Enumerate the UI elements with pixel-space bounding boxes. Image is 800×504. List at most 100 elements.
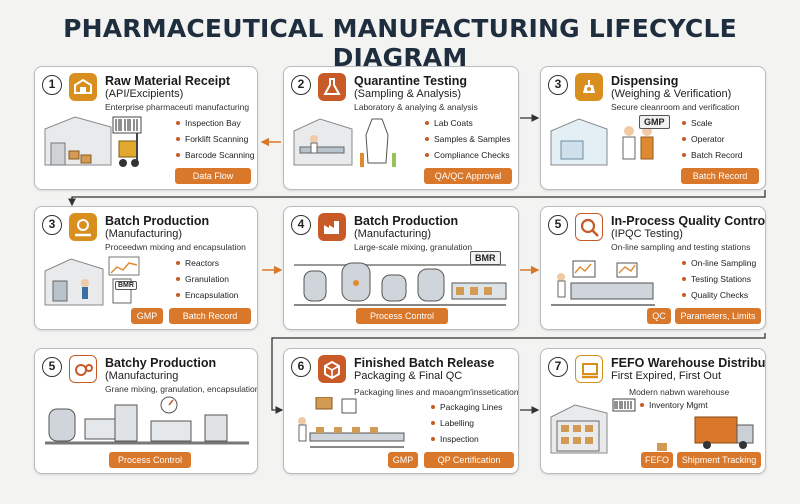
production-room-illustration xyxy=(44,256,140,306)
stage-subtitle: (API/Excipients) xyxy=(105,88,184,100)
stage-description: Large-scale mixing, granulation xyxy=(354,242,473,252)
stage-title: Quarantine Testing xyxy=(354,74,467,88)
stage-bullets: On-line Sampling Testing Stations Qualit… xyxy=(681,255,756,303)
page-title: PHARMACEUTICAL MANUFACTURING LIFECYCLE D… xyxy=(63,14,737,72)
bullet-item: Lab Coats xyxy=(424,115,511,131)
data-flow-badge: Data Flow xyxy=(175,168,251,184)
bullet-item: Labelling xyxy=(430,415,502,431)
cleanroom-illustration xyxy=(550,118,654,166)
bullet-item: Scale xyxy=(681,115,743,131)
lab-illustration xyxy=(293,118,396,167)
stage-description: Secure cleanroom and verification xyxy=(611,102,740,112)
bullet-item: Inspection Bay xyxy=(175,115,254,131)
stage-description: Modern nabwn warehouse xyxy=(629,387,730,397)
stage-bullets: Inspection Bay Forklift Scanning Barcode… xyxy=(175,115,254,163)
stage-number: 3 xyxy=(42,215,62,235)
arrow-3-down xyxy=(68,190,766,207)
stage-number: 4 xyxy=(291,215,311,235)
gears-icon xyxy=(69,355,97,383)
stage-card-fefo-warehouse: 7 FEFO Warehouse Distribution First Expi… xyxy=(540,348,766,474)
loading-dock-illustration xyxy=(44,116,142,167)
bullet-item: Packaging Lines xyxy=(430,399,502,415)
stage-number: 7 xyxy=(548,357,568,377)
gmp-badge: GMP xyxy=(131,308,163,324)
stage-subtitle: (Sampling & Analysis) xyxy=(354,88,461,100)
qp-certification-badge: QP Certification xyxy=(424,452,514,468)
stage-subtitle: Packaging & Final QC xyxy=(354,370,463,382)
gear-hand-icon xyxy=(69,213,97,241)
testing-station-illustration xyxy=(551,260,655,306)
stage-bullets: Inventory Mgmt xyxy=(639,397,708,413)
stage-title: In-Process Quality Control xyxy=(611,214,766,228)
bmr-tag: BMR xyxy=(115,281,137,290)
flask-icon xyxy=(318,73,346,101)
stage-title: Finished Batch Release xyxy=(354,356,495,370)
box-icon xyxy=(318,355,346,383)
bullet-item: Granulation xyxy=(175,271,238,287)
stage-card-dispensing: 3 Dispensing (Weighing & Verification) S… xyxy=(540,66,766,190)
stage-card-raw-material: 1 Raw Material Receipt (API/Excipients) … xyxy=(34,66,258,190)
stage-subtitle: (Weighing & Verification) xyxy=(611,88,732,100)
qa-qc-approval-badge: QA/QC Approval xyxy=(424,168,512,184)
bullet-item: Compliance Checks xyxy=(424,147,511,163)
shipment-tracking-badge: Shipment Tracking xyxy=(677,452,761,468)
stage-bullets: Scale Operator Batch Record xyxy=(681,115,743,163)
stage-title: FEFO Warehouse Distribution xyxy=(611,356,766,370)
stage-card-ipqc: 5 In-Process Quality Control (IPQC Testi… xyxy=(540,206,766,330)
stage-description: Proceedwn mixing and encapsulation xyxy=(105,242,246,252)
gmp-tag: GMP xyxy=(639,115,670,129)
stage-title: Batchy Production xyxy=(105,356,217,370)
factory-icon xyxy=(318,213,346,241)
fefo-badge: FEFO xyxy=(641,452,673,468)
stage-card-batchy-production: 5 Batchy Production (Manufacturing Grane… xyxy=(34,348,258,474)
bullet-item: Operator xyxy=(681,131,743,147)
stage-number: 2 xyxy=(291,75,311,95)
bullet-item: Reactors xyxy=(175,255,238,271)
bullet-item: Testing Stations xyxy=(681,271,756,287)
stage-subtitle: (Manufacturing) xyxy=(354,228,432,240)
stage-card-finished-batch: 6 Finished Batch Release Packaging & Fin… xyxy=(283,348,519,474)
packaging-line-illustration xyxy=(298,397,405,448)
mixing-line-illustration xyxy=(45,396,249,445)
stage-number: 5 xyxy=(548,215,568,235)
magnifier-icon xyxy=(575,213,603,241)
qc-badge: QC xyxy=(647,308,671,324)
warehouse-truck-illustration xyxy=(550,398,754,454)
bullet-item: Inspection xyxy=(430,431,502,447)
bullet-item: Forklift Scanning xyxy=(175,131,254,147)
stage-number: 5 xyxy=(42,357,62,377)
stage-subtitle: (Manufacturing) xyxy=(105,228,183,240)
stage-number: 3 xyxy=(548,75,568,95)
stage-subtitle: (Manufacturing xyxy=(105,370,179,382)
stage-subtitle: (IPQC Testing) xyxy=(611,228,683,240)
reactor-line-illustration xyxy=(294,262,507,306)
stage-description: Enterprise pharmaceuti manufacturing xyxy=(105,102,250,112)
bullet-item: Batch Record xyxy=(681,147,743,163)
stage-description: On-line sampling and testing stations xyxy=(611,242,751,252)
bullet-item: On-line Sampling xyxy=(681,255,756,271)
stage-title: Batch Production xyxy=(105,214,210,228)
stage-bullets: Lab Coats Samples & Samples Compliance C… xyxy=(424,115,511,163)
stage-subtitle: First Expired, First Out xyxy=(611,370,722,382)
process-control-badge: Process Control xyxy=(356,308,448,324)
pallet-icon xyxy=(575,355,603,383)
bullet-item: Encapsulation xyxy=(175,287,238,303)
batch-record-badge: Batch Record xyxy=(681,168,759,184)
bullet-item: Quality Checks xyxy=(681,287,756,303)
stage-title: Raw Material Receipt xyxy=(105,74,231,88)
stage-description: Packaging lines and maoangm'insseticatio… xyxy=(354,387,519,397)
stage-bullets: Reactors Granulation Encapsulation xyxy=(175,255,238,303)
stage-card-batch-production-b: 4 Batch Production (Manufacturing) Large… xyxy=(283,206,519,330)
stage-card-batch-production-a: 3 Batch Production (Manufacturing) Proce… xyxy=(34,206,258,330)
bmr-tag: BMR xyxy=(470,251,501,265)
gmp-badge: GMP xyxy=(388,452,418,468)
scale-icon xyxy=(575,73,603,101)
bullet-item: Barcode Scanning xyxy=(175,147,254,163)
stage-description: Laboratory & analying & analysis xyxy=(354,102,478,112)
stage-title: Batch Production xyxy=(354,214,459,228)
stage-title: Dispensing xyxy=(611,74,679,88)
parameters-limits-badge: Parameters, Limits xyxy=(675,308,761,324)
stage-number: 1 xyxy=(42,75,62,95)
stage-number: 6 xyxy=(291,357,311,377)
process-control-badge: Process Control xyxy=(109,452,191,468)
